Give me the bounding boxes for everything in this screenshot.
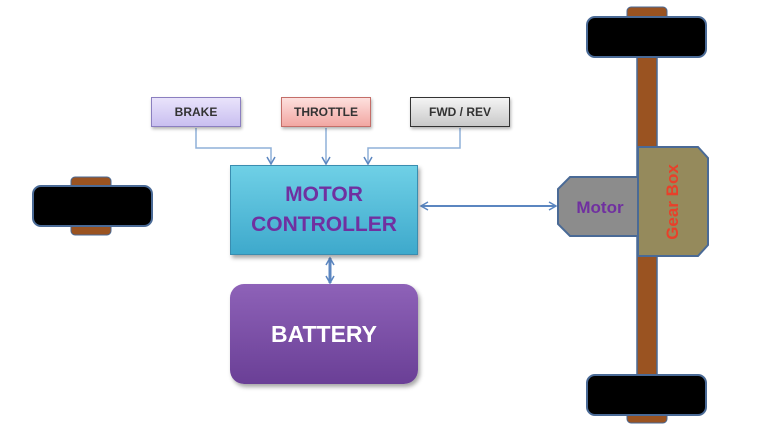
gearbox-label-wrap: Gear Box: [640, 148, 706, 256]
motor-label: Motor: [576, 198, 624, 217]
brake-connector: [195, 128, 276, 166]
rear-wheel-bottom: [586, 374, 707, 416]
brake-label: BRAKE: [174, 105, 218, 119]
gearbox-block: [637, 146, 709, 257]
throttle-input-box: THROTTLE: [281, 97, 371, 127]
fwdrev-connector: [363, 128, 461, 166]
controller-label-line2: CONTROLLER: [251, 213, 397, 236]
rear-wheel-top: [586, 16, 707, 58]
brake-input-box: BRAKE: [151, 97, 241, 127]
gearbox-label: Gear Box: [663, 164, 682, 240]
front-wheel: [32, 185, 153, 227]
fwd-rev-input-box: FWD / REV: [410, 97, 510, 127]
fwd-rev-label: FWD / REV: [429, 105, 491, 119]
motor-label-wrap: Motor: [560, 180, 640, 236]
controller-label-line1: MOTOR: [285, 183, 363, 206]
throttle-label: THROTTLE: [294, 105, 358, 119]
battery-box: BATTERY: [230, 284, 418, 384]
motor-controller-box: MOTOR CONTROLLER: [230, 165, 418, 255]
battery-label: BATTERY: [270, 320, 378, 347]
